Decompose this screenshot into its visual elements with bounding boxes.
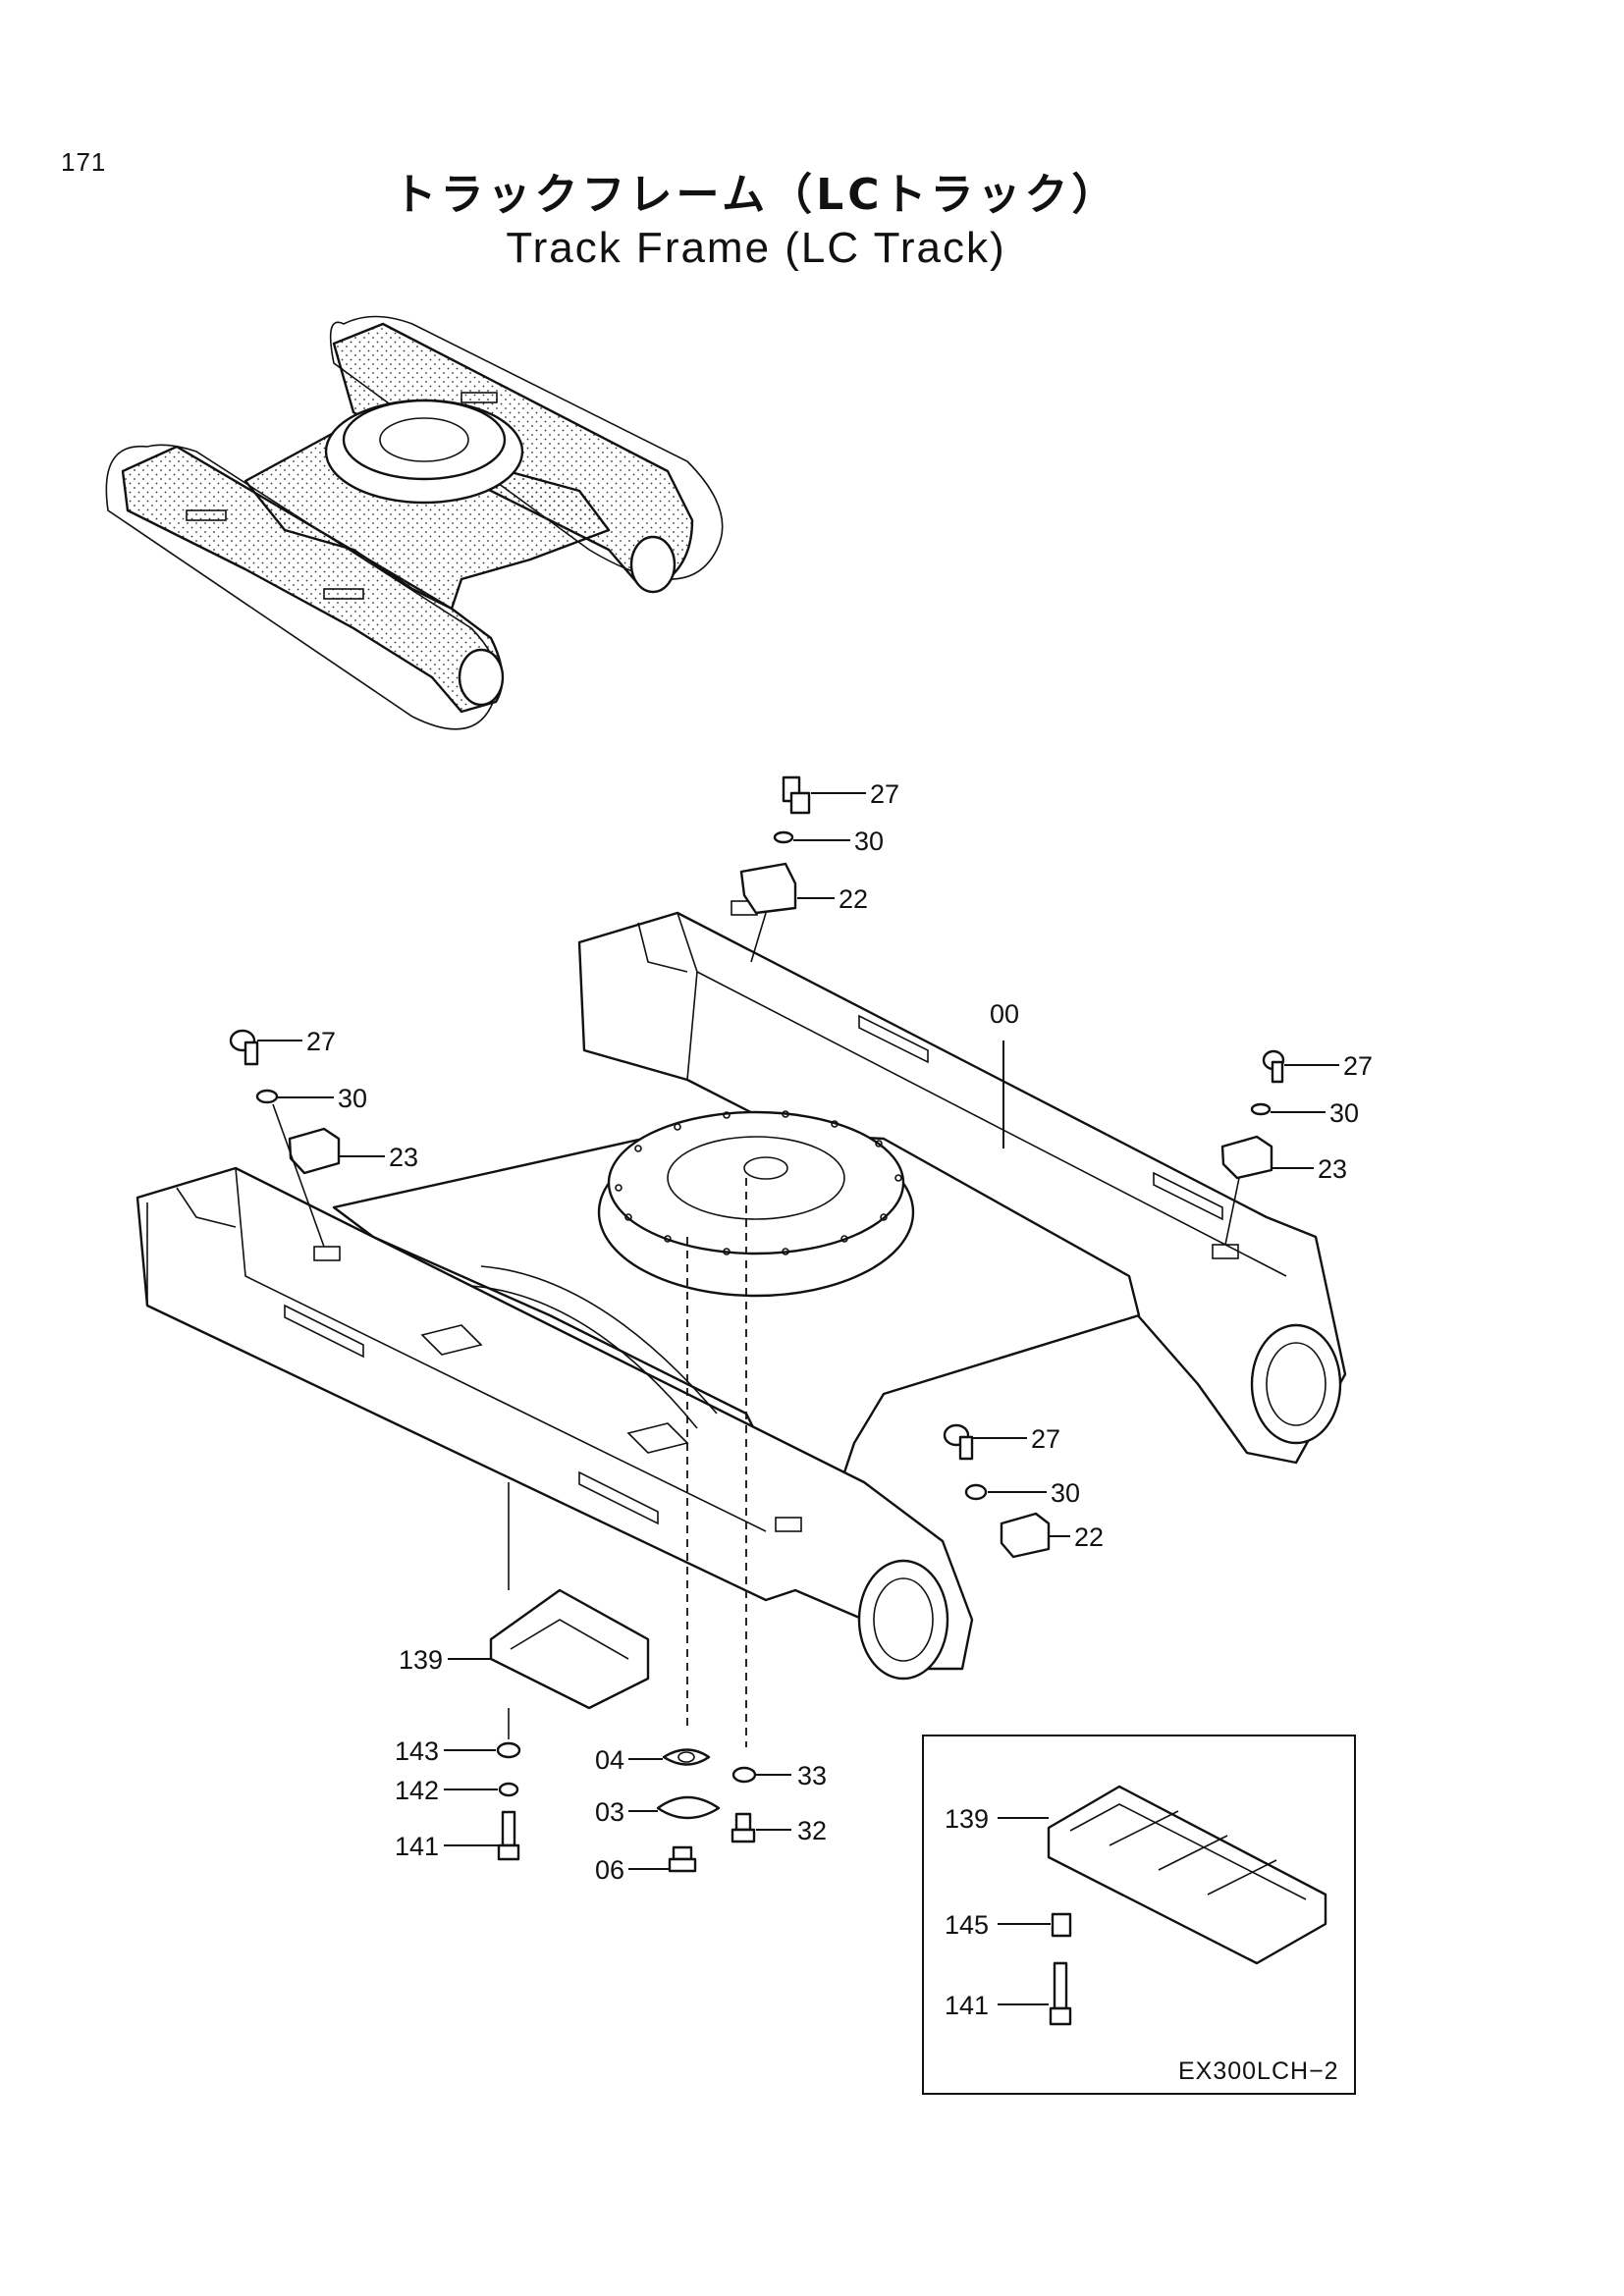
callout-33: 33 (797, 1761, 827, 1790)
inset-callout-145: 145 (945, 1910, 989, 1940)
washer-30-left (255, 1089, 279, 1104)
washer-143 (496, 1741, 521, 1759)
page-title-japanese: トラックフレーム（LCトラック） (393, 170, 1119, 220)
callout-27-top: 27 (870, 779, 899, 809)
callout-143: 143 (395, 1736, 439, 1766)
gasket-04 (662, 1748, 711, 1766)
callout-30-left: 30 (338, 1084, 367, 1113)
callout-00: 00 (990, 999, 1019, 1029)
callout-22-top: 22 (839, 884, 868, 914)
page-number: 171 (61, 147, 107, 177)
callout-22-front: 22 (1074, 1522, 1104, 1552)
inset-cover-plate-139 (1047, 1785, 1327, 1965)
washer-30-front (964, 1483, 988, 1501)
inset-spacer-145 (1051, 1912, 1072, 1938)
bolt-32 (731, 1812, 756, 1843)
callout-03: 03 (595, 1797, 624, 1827)
leader-lines (257, 792, 1339, 1870)
plug-06 (668, 1845, 697, 1873)
callout-32: 32 (797, 1816, 827, 1845)
overview-illustration (105, 315, 724, 730)
bolt-27-top (782, 775, 811, 815)
callout-27-front: 27 (1031, 1424, 1060, 1454)
block-22-top (739, 862, 797, 915)
bearing-bolt-holes (615, 1110, 902, 1255)
callout-30-right: 30 (1329, 1098, 1359, 1128)
bolt-27-front (943, 1423, 974, 1461)
callout-142: 142 (395, 1776, 439, 1805)
callout-04: 04 (595, 1745, 624, 1775)
callout-labels: 27 30 22 00 27 30 23 27 30 23 27 30 22 1… (306, 779, 1373, 2085)
callout-27-left: 27 (306, 1027, 336, 1056)
bolt-27-right (1262, 1049, 1285, 1084)
callout-23-left: 23 (389, 1143, 418, 1172)
block-23-right (1220, 1135, 1273, 1180)
cover-plate-139 (489, 1588, 650, 1710)
washer-30-right (1250, 1102, 1272, 1116)
callout-30-top: 30 (854, 827, 884, 856)
washer-30-top (773, 830, 794, 844)
model-code: EX300LCH−2 (1178, 2057, 1339, 2085)
cover-03 (656, 1795, 721, 1820)
spring-washer-142 (498, 1782, 519, 1797)
bolt-27-left (229, 1029, 259, 1066)
hardware-parts (229, 775, 1285, 1873)
callout-30-front: 30 (1051, 1478, 1080, 1508)
inset-callout-139: 139 (945, 1804, 989, 1834)
washer-33 (731, 1766, 757, 1784)
inset-callout-141: 141 (945, 1991, 989, 2020)
callout-27-right: 27 (1343, 1051, 1373, 1081)
track-frame-main (135, 900, 1347, 1747)
callout-141: 141 (395, 1832, 439, 1861)
bolt-141 (497, 1810, 520, 1861)
callout-139: 139 (399, 1645, 443, 1675)
inset-detail (922, 1735, 1356, 2095)
callout-06: 06 (595, 1855, 624, 1885)
block-23-left (288, 1127, 341, 1175)
inset-bolt-141 (1049, 1961, 1072, 2026)
block-22-front (1000, 1512, 1051, 1559)
callout-23-right: 23 (1318, 1154, 1347, 1184)
page-title-english: Track Frame (LC Track) (506, 224, 1006, 272)
